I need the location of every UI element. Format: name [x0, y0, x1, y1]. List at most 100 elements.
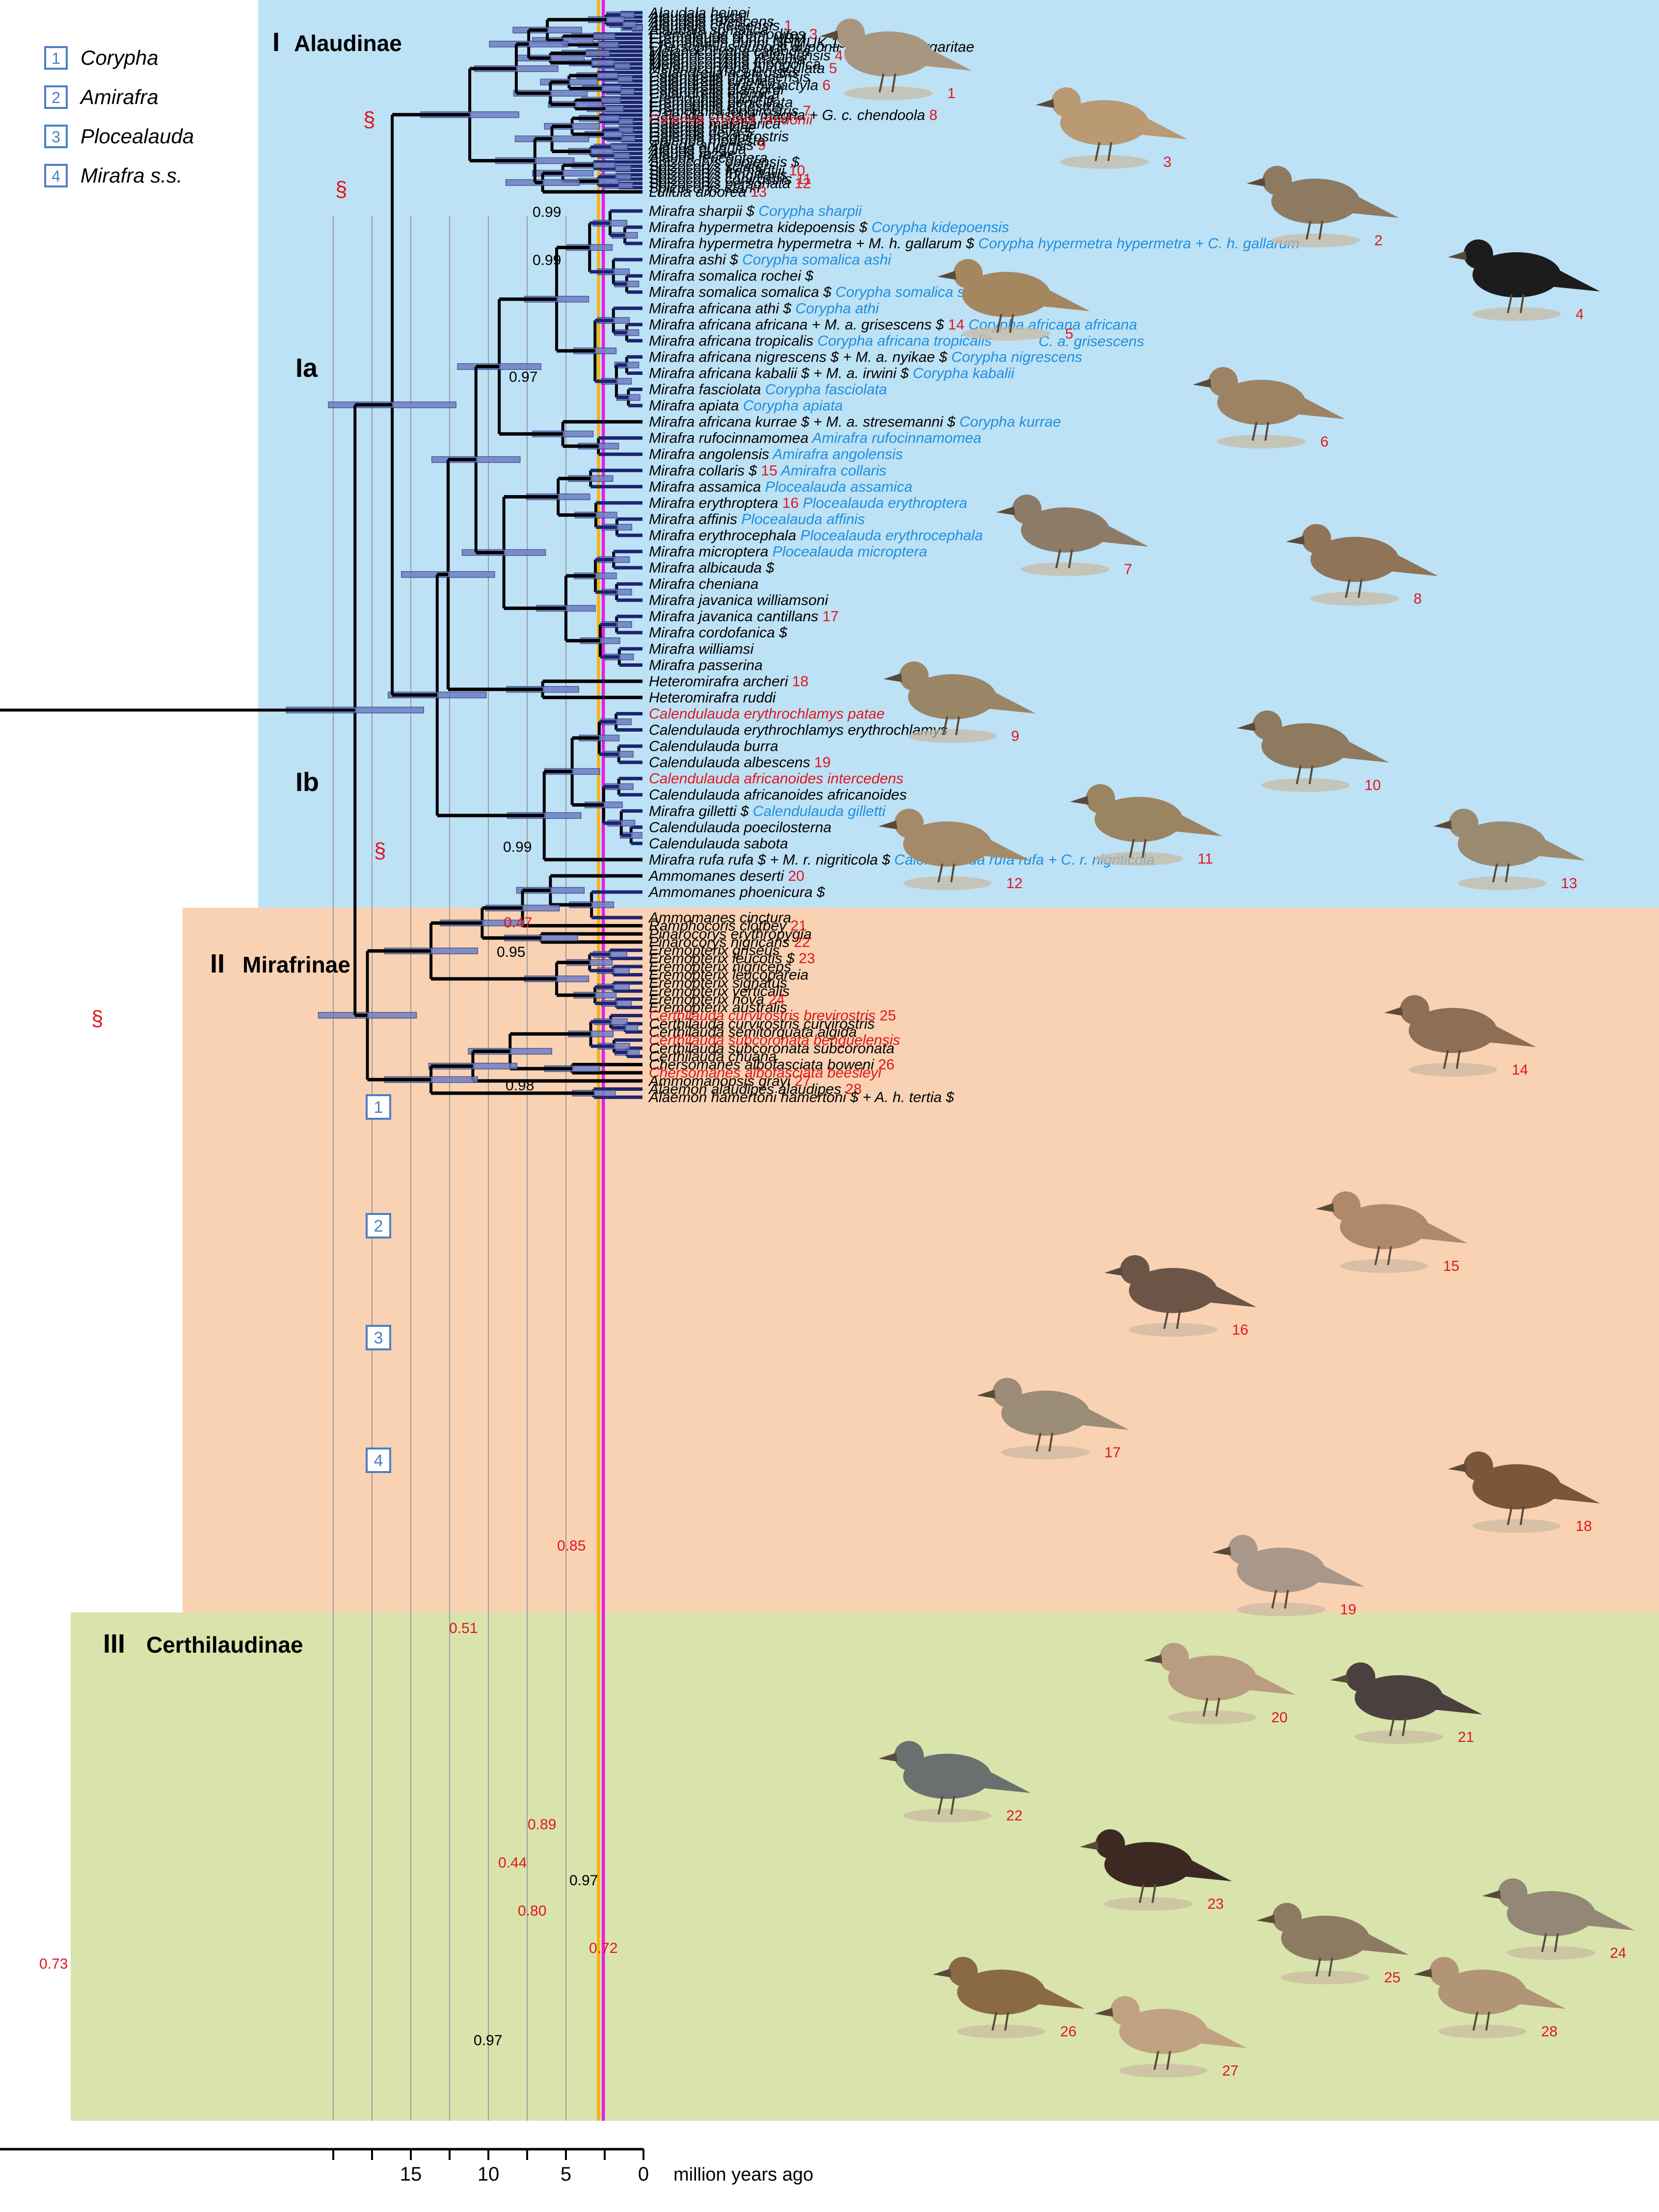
bird-leg [1309, 765, 1313, 785]
bird-perch [908, 729, 996, 743]
taxon-label: Eremopterix australis [649, 1000, 787, 1016]
bird-beak [1247, 178, 1265, 186]
taxon-name: Alaudala rufescens [648, 13, 774, 29]
taxon-photo-number: 27 [790, 1073, 811, 1089]
taxon-name: Eremopterix signatus [649, 975, 787, 991]
bird-perch [1217, 435, 1306, 448]
bird-photo: 18 [1448, 1451, 1600, 1534]
taxon-label: Galerida magnirostris [649, 129, 789, 145]
bird-head [1262, 166, 1292, 195]
taxon-photo-number: 3 [805, 26, 818, 42]
taxon-label: Mirafra rufa rufa $ + M. r. nigriticola … [649, 852, 1154, 868]
taxon-label: Calandrella blanfordi [649, 81, 785, 98]
taxon-photo-number: 21 [786, 918, 807, 934]
taxon-name: Calandrella blanfordi [649, 81, 785, 98]
taxon-name: Melanocorypha maxima [649, 52, 805, 68]
legend-number: 2 [52, 89, 60, 106]
annotations: 0.990.990.970.990.470.950.980.850.510.89… [39, 27, 617, 2049]
bird-photo: 25 [1257, 1903, 1409, 1986]
taxon-label: Spizocorys personata 12 [649, 176, 811, 192]
taxon-label: Galerida cristata magna + G. c. chendool… [649, 107, 937, 124]
bird-beak [1448, 251, 1467, 260]
bird-head [1464, 1451, 1493, 1481]
bird-tail [1389, 551, 1438, 576]
photo-number: 24 [1610, 1945, 1626, 1961]
taxon-name: Mirafra erythroptera [649, 495, 778, 511]
bird-leg [1163, 1310, 1169, 1329]
bird-leg [991, 2011, 997, 2031]
taxon-photo-number: 7 [799, 103, 811, 119]
bird-perch [1095, 852, 1183, 866]
taxon-label: Calendulauda burra [649, 738, 778, 755]
bird-tail [1139, 114, 1188, 139]
taxon-name: Mirafra africana kabalii $ + M. a. irwin… [649, 365, 910, 381]
axis-tick-label: 5 [561, 2163, 571, 2185]
taxon-label: Mirafra angolensis Amirafra angolensis [649, 447, 903, 463]
taxon-label: Calendulauda erythrochlamys patae [649, 706, 884, 722]
taxon-label: Chersomanes albofasciata beesleyi [649, 1065, 882, 1081]
legend-name: Corypha [80, 46, 159, 69]
taxon-label: Calandrella dukhunensis [649, 69, 810, 85]
photo-number: 20 [1271, 1710, 1287, 1726]
taxon-name: Eremophila alpestris [649, 99, 782, 115]
taxon-label: Eremalauda dunni NRM [649, 30, 806, 47]
subfamily-roman: II [210, 949, 225, 978]
bird-beak [1384, 1007, 1403, 1016]
taxon-name: Mirafra rufocinnamomea [649, 430, 808, 447]
bird-beak [1104, 1267, 1123, 1276]
taxon-label: Eremalauda eremodites 3 [649, 26, 818, 42]
bird-photo: 6 [1193, 367, 1345, 450]
bird-beak [1482, 1890, 1501, 1899]
taxon-label: Mirafra hypermetra hypermetra + M. h. ga… [649, 236, 1300, 252]
bird-tail [1247, 1669, 1296, 1695]
bird-photo: 20 [1144, 1643, 1296, 1726]
bird-tail [1517, 1983, 1566, 2009]
taxon-name: Mirafra hypermetra kidepoensis $ [649, 219, 868, 236]
bird-leg [1443, 1050, 1449, 1069]
bird-body [1281, 1916, 1369, 1961]
taxon-label: Mirafra albicauda $ [649, 560, 775, 576]
bird-photo: 1 [820, 19, 972, 102]
bird-photo: 5 [937, 259, 1090, 342]
bird-leg [1176, 1310, 1181, 1329]
bird-perch [1021, 562, 1109, 576]
legend-box [44, 85, 68, 109]
taxon-label: Calandrella acutirostris [649, 65, 799, 81]
bird-body [1472, 252, 1561, 297]
legend-name: Amirafra [79, 85, 159, 108]
taxon-label: Galerida cristata randonii [649, 111, 813, 128]
new-taxonomy-label: Amirafra rufocinnamomea [808, 430, 981, 447]
photo-number: 11 [1198, 851, 1213, 867]
taxon-photo-number: 18 [788, 673, 808, 689]
photo-number: 22 [1006, 1808, 1022, 1824]
bird-head [1302, 524, 1331, 553]
new-taxonomy-label: Corypha kidepoensis [867, 219, 1009, 236]
bird-leg [1520, 1506, 1525, 1526]
bird-head [1012, 495, 1042, 524]
bird-beak [1433, 820, 1452, 829]
taxon-name: Melanocorypha mongolica [649, 56, 821, 72]
bird-leg [1345, 579, 1351, 598]
bird-tail [1360, 1929, 1409, 1955]
tree-branches [0, 11, 643, 1099]
taxon-label: Mirafra javanica williamsoni [649, 592, 829, 608]
legend-name: Mirafra s.s. [80, 164, 183, 187]
bird-head [894, 809, 924, 838]
support-value: 0.99 [533, 252, 561, 268]
subfamily-name: Alaudinae [294, 30, 402, 56]
bird-leg [1203, 1697, 1208, 1717]
taxon-name: Mirafra somalica rochei $ [649, 268, 814, 284]
taxon-name: Mirafra microptera [649, 544, 768, 560]
taxon-photo-number: 26 [874, 1057, 895, 1073]
taxon-label: Eremopterix leucopareia [649, 967, 808, 983]
bird-beak [1144, 1655, 1162, 1663]
taxon-label: Alaudala cheleensis 1 [648, 18, 792, 34]
bird-leg [1036, 1432, 1042, 1452]
taxon-name: Mirafra fasciolata [649, 382, 761, 398]
taxon-label: Alaudala heinei [648, 5, 750, 21]
bird-tail [1099, 521, 1149, 547]
bird-perch [1001, 1446, 1090, 1459]
taxon-name: Alaudala raytal [648, 9, 747, 26]
